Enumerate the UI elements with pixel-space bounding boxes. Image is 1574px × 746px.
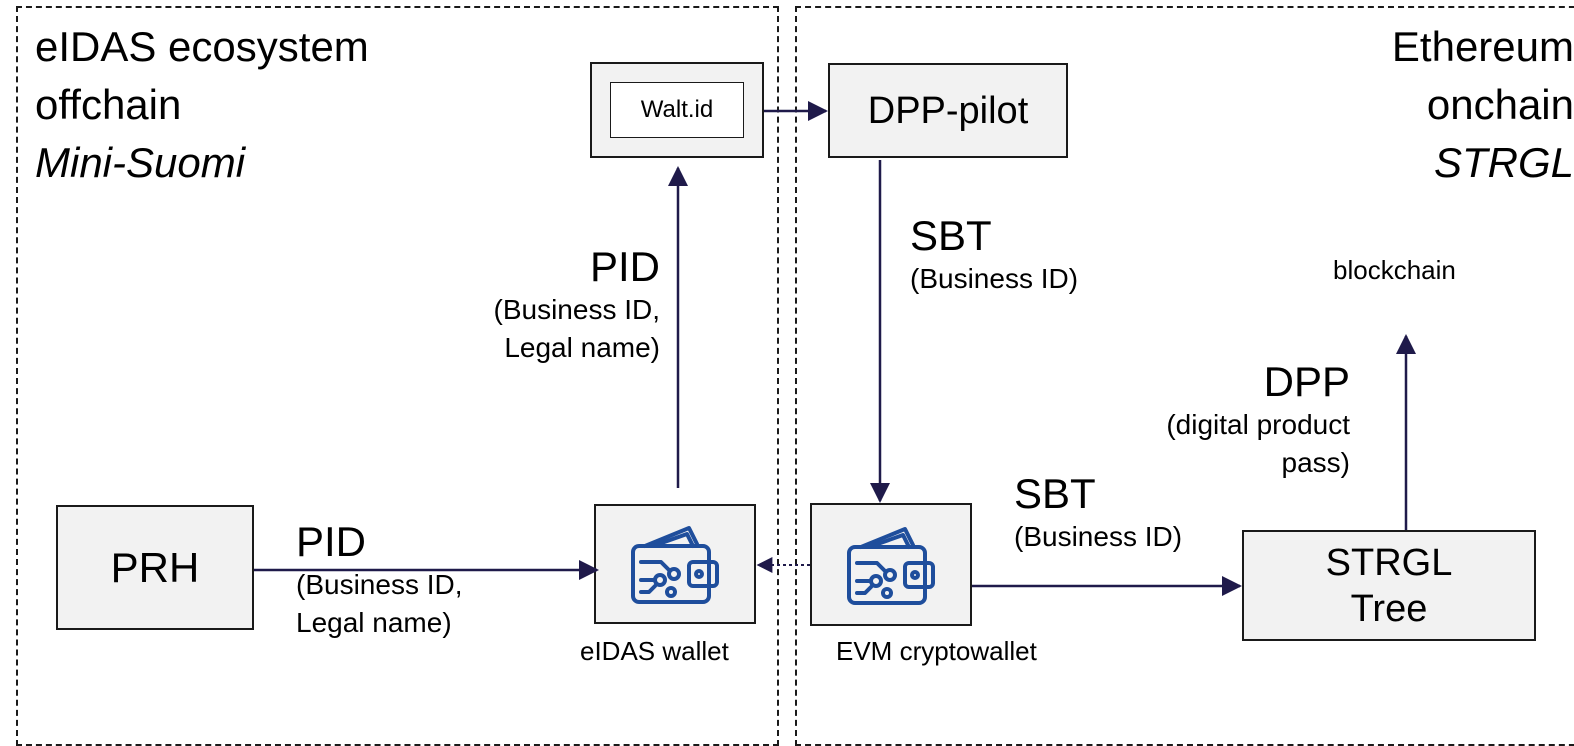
edge-detail: Legal name) — [296, 607, 452, 638]
blockchain-label: blockchain — [1333, 255, 1456, 285]
edge-detail: (digital product — [1166, 409, 1350, 440]
dpp-evm-edge-label: SBT (Business ID) — [910, 212, 1078, 298]
edge-detail: (Business ID) — [1014, 521, 1183, 552]
edge-title: DPP — [1263, 358, 1350, 405]
edge-detail: (Business ID) — [910, 263, 1079, 294]
eidas-wallet-node — [594, 504, 756, 624]
edge-title: PID — [589, 243, 660, 290]
evm-wallet-node — [810, 503, 972, 626]
onchain-subtitle: onchain — [1426, 81, 1574, 128]
edge-detail: (Business ID, — [493, 294, 661, 325]
strgl-tree-label-line2: Tree — [1350, 587, 1428, 630]
offchain-subtitle: offchain — [35, 81, 182, 128]
edge-title: PID — [296, 518, 367, 565]
strgl-tree-label-line1: STRGL — [1325, 541, 1453, 584]
waltid-inner-box: Walt.id — [610, 82, 744, 138]
dpp-pilot-node: DPP-pilot — [828, 63, 1068, 158]
dpp-pilot-label: DPP-pilot — [867, 89, 1029, 132]
edge-detail: (Business ID, — [296, 569, 463, 600]
waltid-label: Walt.id — [640, 96, 714, 123]
edge-title: SBT — [1014, 470, 1096, 517]
eidas-walt-edge-label: PID (Business ID, Legal name) — [494, 243, 661, 367]
evm-wallet-caption: EVM cryptowallet — [836, 636, 1037, 666]
onchain-region-title: Ethereum onchain STRGL — [1392, 18, 1574, 192]
onchain-system-name: STRGL — [1433, 139, 1574, 186]
strgl-chain-edge-label: DPP (digital product pass) — [1166, 358, 1350, 482]
wallet-icon — [631, 526, 719, 604]
prh-eidas-edge-label: PID (Business ID, Legal name) — [296, 518, 463, 642]
strgl-tree-node: STRGL Tree — [1242, 530, 1536, 641]
offchain-system-name: Mini-Suomi — [35, 139, 246, 186]
edge-title: SBT — [910, 212, 992, 259]
prh-node: PRH — [56, 505, 254, 630]
waltid-node: Walt.id — [590, 62, 764, 158]
onchain-title: Ethereum — [1391, 23, 1574, 70]
eidas-wallet-caption: eIDAS wallet — [580, 636, 729, 666]
wallet-icon — [847, 526, 935, 605]
edge-detail: pass) — [1281, 447, 1350, 478]
offchain-title: eIDAS ecosystem — [35, 23, 369, 70]
evm-strgl-edge-label: SBT (Business ID) — [1014, 470, 1182, 556]
offchain-region-title: eIDAS ecosystem offchain Mini-Suomi — [35, 18, 369, 192]
edge-detail: Legal name) — [504, 332, 660, 363]
prh-label: PRH — [110, 543, 200, 591]
